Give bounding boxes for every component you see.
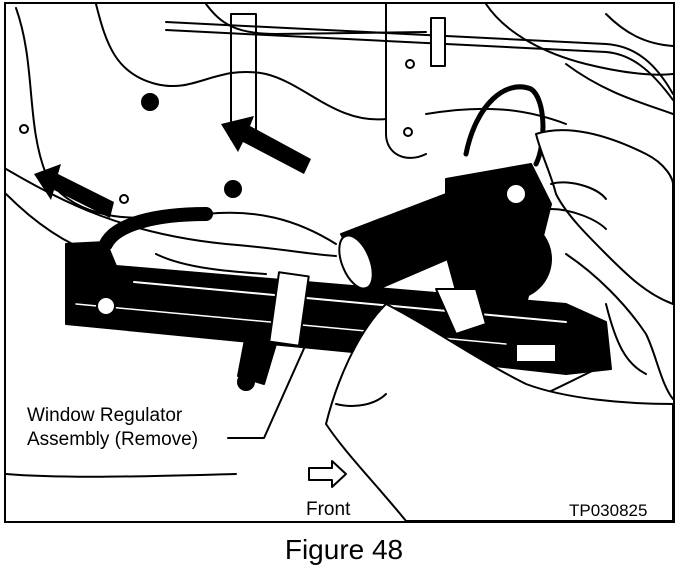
callout-label-line2: Assembly (Remove) (27, 429, 199, 450)
door-lock-rod (165, 17, 673, 101)
front-direction-arrow-icon (308, 460, 347, 488)
callout-leader-line (227, 343, 307, 439)
window-regulator-assembly (65, 241, 612, 385)
figure-caption: Figure 48 (284, 534, 404, 565)
front-direction-label: Front (306, 499, 351, 520)
hands (325, 129, 673, 521)
door-mechanism-drawing (6, 4, 673, 521)
illustration-frame: Window Regulator Assembly (Remove) Front… (4, 2, 675, 523)
regulator-cable (99, 207, 337, 251)
callout-label-line1: Window Regulator (27, 405, 183, 426)
motion-arrow-icon (34, 116, 311, 218)
part-code-label: TP030825 (569, 501, 648, 520)
window-motor (338, 84, 552, 335)
